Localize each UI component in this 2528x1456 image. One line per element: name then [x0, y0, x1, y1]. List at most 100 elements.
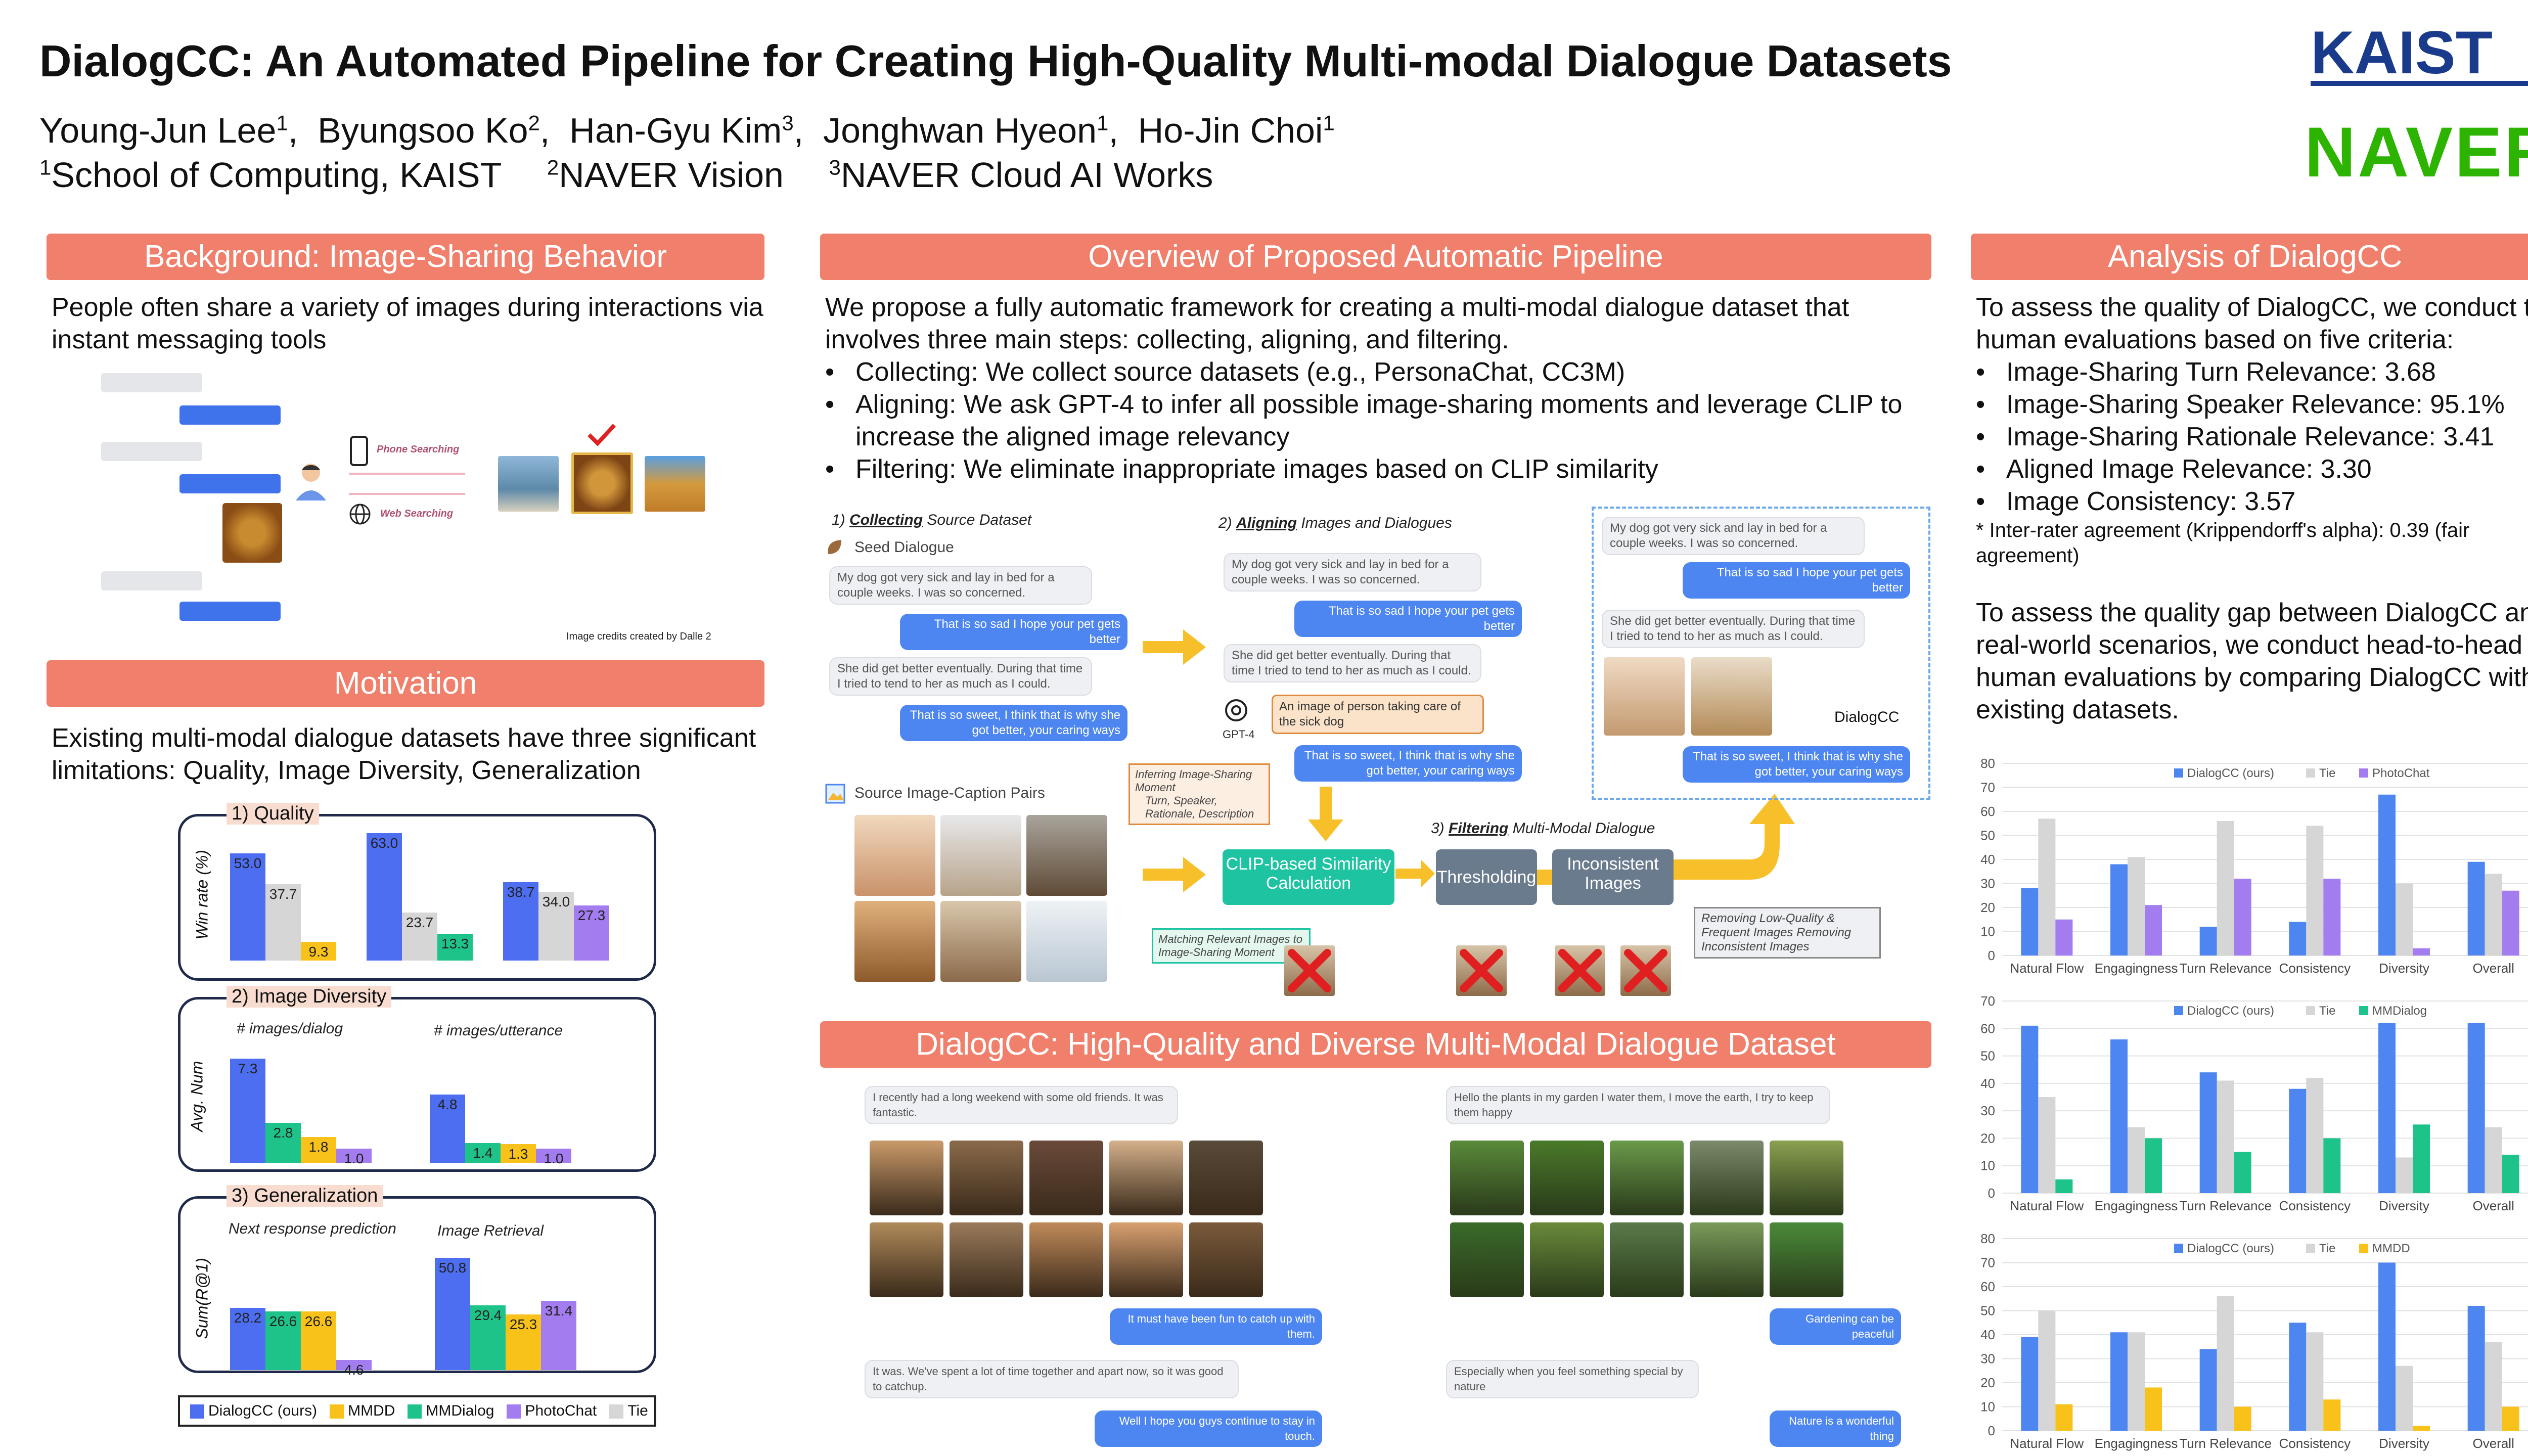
dataset-image [1530, 1222, 1604, 1297]
legend-label: Tie [2319, 1004, 2335, 1018]
generalization-sub2: Image Retrieval [437, 1222, 544, 1239]
infer-note: Inferring Image-Sharing Moment Turn, Spe… [1128, 763, 1270, 825]
chart-bar [2467, 1306, 2485, 1431]
globe-icon [349, 504, 371, 525]
chat-bubble: Hello the plants in my garden I water th… [1446, 1086, 1830, 1124]
analysis-bullet: Image-Sharing Rationale Relevance: 3.41 [1976, 421, 2528, 453]
chart-bar [2145, 905, 2162, 956]
dataset-image [950, 1222, 1023, 1297]
reject-x-icon [1460, 949, 1503, 992]
legend-swatch [2174, 768, 2183, 778]
chat-bubble: She did get better eventually. During th… [1224, 644, 1481, 682]
chart-bar [2485, 1342, 2502, 1431]
chart-bar [2378, 794, 2396, 956]
analysis-heading: Analysis of DialogCC [1971, 234, 2528, 280]
panel-bar [301, 941, 336, 961]
y-tick-label: 80 [1980, 1231, 1995, 1246]
x-tick-label: Turn Relevance [2179, 1198, 2272, 1213]
legend-item: MMDD [348, 1402, 395, 1419]
chat-bubble: She did get better eventually. During th… [829, 657, 1092, 696]
quality-title: 1) Quality [227, 803, 319, 825]
inconsistent-box: Inconsistent Images [1552, 849, 1674, 905]
x-tick-label: Overall [2472, 1198, 2514, 1213]
chart-bar [2055, 919, 2073, 956]
chart-bar [2485, 1127, 2502, 1193]
x-tick-label: Consistency [2279, 1436, 2351, 1451]
seed-icon [828, 540, 841, 554]
x-tick-label: Diversity [2379, 961, 2429, 976]
y-tick-label: 60 [1980, 804, 1995, 819]
chart-bar [2413, 1426, 2430, 1431]
seed-dialogue-label: Seed Dialogue [854, 539, 954, 556]
chart-bar [2021, 888, 2039, 956]
chart-bar [2289, 1323, 2307, 1431]
source-pairs-label: Source Image-Caption Pairs [854, 785, 1045, 801]
y-tick-label: 20 [1980, 1130, 1995, 1146]
x-tick-label: Turn Relevance [2179, 1436, 2272, 1451]
panel-bar [437, 933, 473, 961]
y-tick-label: 40 [1980, 852, 1995, 867]
y-tick-label: 10 [1980, 924, 1995, 939]
selected-result-image [571, 452, 633, 514]
panel-bar-label: 50.8 [438, 1260, 467, 1276]
legend-item: PhotoChat [525, 1402, 597, 1419]
chart-bar [2217, 1296, 2234, 1431]
check-icon [588, 424, 616, 446]
analysis-text1: To assess the quality of DialogCC, we co… [1976, 293, 2528, 354]
panel-bar-label: 23.7 [405, 915, 434, 931]
panel-bar-label: 1.0 [344, 1150, 364, 1166]
dataset-image [1610, 1141, 1684, 1215]
panel-bar [336, 1148, 372, 1163]
overview-bullets: Collecting: We collect source datasets (… [825, 356, 1937, 485]
panel-bar [265, 1123, 301, 1163]
motivation-legend: DialogCC (ours) MMDD MMDialog PhotoChat … [178, 1395, 656, 1427]
chat-bubble: Especially when you feel something speci… [1446, 1360, 1699, 1398]
arrow-up-icon [1674, 794, 1795, 880]
chart-bar [2217, 1080, 2234, 1193]
diversity-sub2: # images/utterance [434, 1022, 563, 1039]
panel-bar-label: 27.3 [577, 907, 606, 923]
chart-bar [2110, 1332, 2128, 1431]
phone-searching-label: Phone Searching [377, 444, 460, 455]
dataset-image [1690, 1141, 1764, 1215]
panel-bar [336, 1359, 372, 1370]
legend-label: Tie [2319, 766, 2335, 780]
panel-bar-label: 2.8 [273, 1125, 293, 1141]
generalization-title: 3) Generalization [227, 1185, 383, 1207]
y-tick-label: 30 [1980, 1351, 1995, 1367]
dataset-image [1109, 1222, 1183, 1297]
image-pairs-icon [825, 784, 845, 804]
legend-label: DialogCC (ours) [2187, 1242, 2274, 1255]
quality-ylabel: Win rate (%) [193, 849, 211, 940]
chart-bar [2378, 1023, 2396, 1193]
match-note: Matching Relevant Images to Image-Sharin… [1152, 928, 1311, 964]
y-tick-label: 70 [1980, 780, 1995, 795]
panel-bar-label: 53.0 [234, 855, 262, 871]
chat-bubble: My dog got very sick and lay in bed for … [1224, 553, 1481, 592]
motivation-heading: Motivation [47, 660, 764, 707]
panel-bar-label: 34.0 [542, 894, 570, 909]
legend-label: MMDD [2372, 1242, 2410, 1255]
y-tick-label: 50 [1980, 1303, 1995, 1318]
y-tick-label: 30 [1980, 1103, 1995, 1118]
panel-bar-label: 9.3 [308, 943, 329, 960]
analysis-bullet: Image-Sharing Speaker Relevance: 95.1% [1976, 388, 2528, 421]
panel-bar [465, 1143, 501, 1163]
y-tick-label: 20 [1980, 1375, 1995, 1390]
panel-bar-label: 13.3 [441, 935, 469, 951]
chart-bar [2306, 826, 2324, 956]
shared-food-image [222, 503, 282, 563]
legend-label: DialogCC (ours) [2187, 766, 2274, 780]
background-heading: Background: Image-Sharing Behavior [47, 234, 764, 280]
overview-bullet: Collecting: We collect source datasets (… [825, 356, 1937, 388]
author-name: Ho-Jin Choi [1138, 111, 1323, 150]
overview-bullet: Aligning: We ask GPT-4 to infer all poss… [825, 388, 1937, 453]
legend-label: MMDialog [2372, 1004, 2427, 1018]
legend-swatch [2359, 1244, 2368, 1253]
chart-bar [2234, 1406, 2251, 1431]
x-tick-label: Natural Flow [2010, 961, 2084, 976]
y-tick-label: 0 [1988, 1186, 1995, 1201]
chart-bar [2199, 1072, 2217, 1193]
